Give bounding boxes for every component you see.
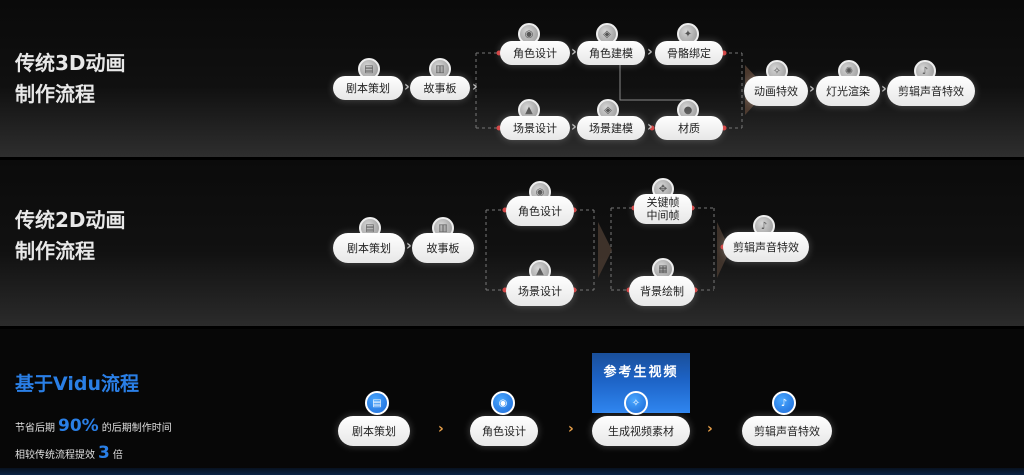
keyframe-label: 关键帧: [646, 196, 680, 209]
node-editing: 剪辑声音特效: [742, 416, 832, 446]
stat-value: 3: [98, 443, 110, 463]
book-icon: ▤: [365, 391, 389, 415]
arrow-icon: ›: [571, 119, 577, 135]
section-vidu-title: 基于Vidu流程: [15, 373, 140, 395]
node-editing: 剪辑声音特效: [887, 76, 975, 106]
node-scene-model: 场景建模: [577, 116, 645, 140]
title-line: 制作流程: [15, 239, 95, 263]
node-script: 剧本策划: [333, 233, 405, 263]
arrow-icon: ›: [406, 238, 412, 254]
arrow-icon: ›: [568, 421, 574, 437]
section-3d-title: 传统3D动画 制作流程: [15, 48, 126, 110]
node-storyboard: 故事板: [412, 233, 474, 263]
arrow-icon: ›: [438, 421, 444, 437]
node-lighting: 灯光渲染: [816, 76, 880, 106]
node-script: 剧本策划: [338, 416, 410, 446]
stat-text: 相较传统流程提效: [15, 450, 95, 461]
title-line: 制作流程: [15, 82, 95, 106]
node-keyframe: 关键帧 中间帧: [634, 194, 692, 224]
arrow-icon: ›: [707, 421, 713, 437]
node-vfx: 动画特效: [744, 76, 808, 106]
stat-value: 90%: [58, 416, 99, 436]
node-character-model: 角色建模: [577, 41, 645, 65]
stat-text: 倍: [112, 450, 123, 461]
node-scene-design: 场景设计: [500, 116, 570, 140]
node-character-design: 角色设计: [500, 41, 570, 65]
node-storyboard: 故事板: [410, 76, 470, 100]
reference-label: 参考生视频: [603, 365, 679, 380]
node-generate: 生成视频素材: [592, 416, 690, 446]
inbetween-label: 中间帧: [646, 209, 680, 222]
stat-text: 的后期制作时间: [101, 423, 172, 434]
sparkle-icon: ✧: [624, 391, 648, 415]
divider: [0, 326, 1024, 329]
arrow-icon: ›: [472, 79, 478, 95]
arrow-icon: ›: [647, 44, 653, 60]
node-background: 背景绘制: [629, 276, 695, 306]
arrow-icon: ›: [404, 79, 410, 95]
node-editing: 剪辑声音特效: [723, 232, 809, 262]
title-line: 传统3D动画: [15, 51, 126, 75]
arrow-icon: ›: [647, 119, 653, 135]
node-character-design: 角色设计: [470, 416, 538, 446]
node-character-design: 角色设计: [506, 196, 574, 226]
arrow-icon: ›: [571, 44, 577, 60]
arrow-icon: ›: [809, 81, 815, 97]
arrow-icon: ›: [881, 81, 887, 97]
node-material: 材质: [655, 116, 723, 140]
bottom-glow: [0, 468, 1024, 475]
book-icon: ▤: [358, 58, 380, 80]
node-script: 剧本策划: [333, 76, 403, 100]
person-icon: ◉: [491, 391, 515, 415]
node-scene-design: 场景设计: [506, 276, 574, 306]
title-line: 传统2D动画: [15, 208, 126, 232]
microphone-icon: ♪: [772, 391, 796, 415]
node-rigging: 骨骼绑定: [655, 41, 723, 65]
material-icon: ●: [677, 99, 699, 121]
divider: [0, 157, 1024, 160]
section-2d-title: 传统2D动画 制作流程: [15, 205, 126, 267]
stat-text: 节省后期: [15, 423, 55, 434]
